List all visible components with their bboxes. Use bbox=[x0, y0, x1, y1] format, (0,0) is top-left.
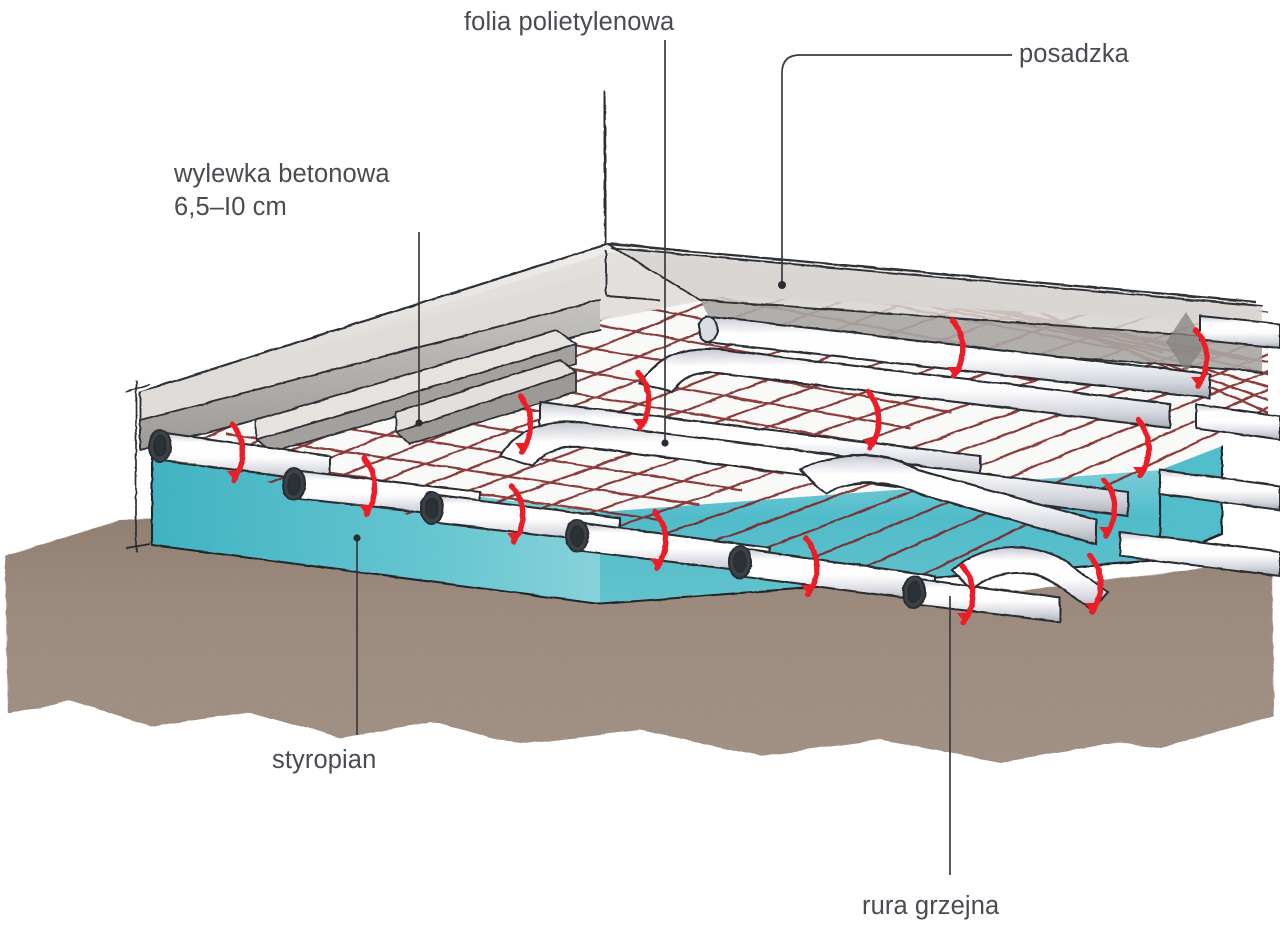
label-rura-grzejna: rura grzejna bbox=[862, 892, 1000, 920]
styropian-leader-dot bbox=[353, 534, 361, 542]
wylewka-leader-dot bbox=[415, 419, 423, 427]
pipe-run bbox=[564, 518, 772, 576]
label-styropian: styropian bbox=[272, 746, 377, 774]
posadzka-leader bbox=[781, 54, 1012, 283]
label-wylewka-betonowa: wylewka betonowa bbox=[174, 160, 390, 188]
label-folia-polietylenowa: folia polietylenowa bbox=[464, 8, 675, 36]
pipe-run bbox=[901, 574, 1062, 624]
leader-lines bbox=[353, 40, 1012, 875]
screed-and-floor-block bbox=[139, 242, 1263, 453]
label-wylewka-grubosc: 6,5–I0 cm bbox=[174, 193, 287, 221]
label-posadzka: posadzka bbox=[1019, 40, 1129, 68]
pipe-run bbox=[727, 544, 937, 604]
clip-arrow-tips bbox=[227, 367, 1205, 622]
posadzka-leader-dot bbox=[778, 281, 786, 289]
dimension-tick bbox=[125, 380, 151, 552]
heating-pipe-circuit bbox=[147, 314, 1280, 624]
folia-leader-dot bbox=[661, 439, 669, 447]
